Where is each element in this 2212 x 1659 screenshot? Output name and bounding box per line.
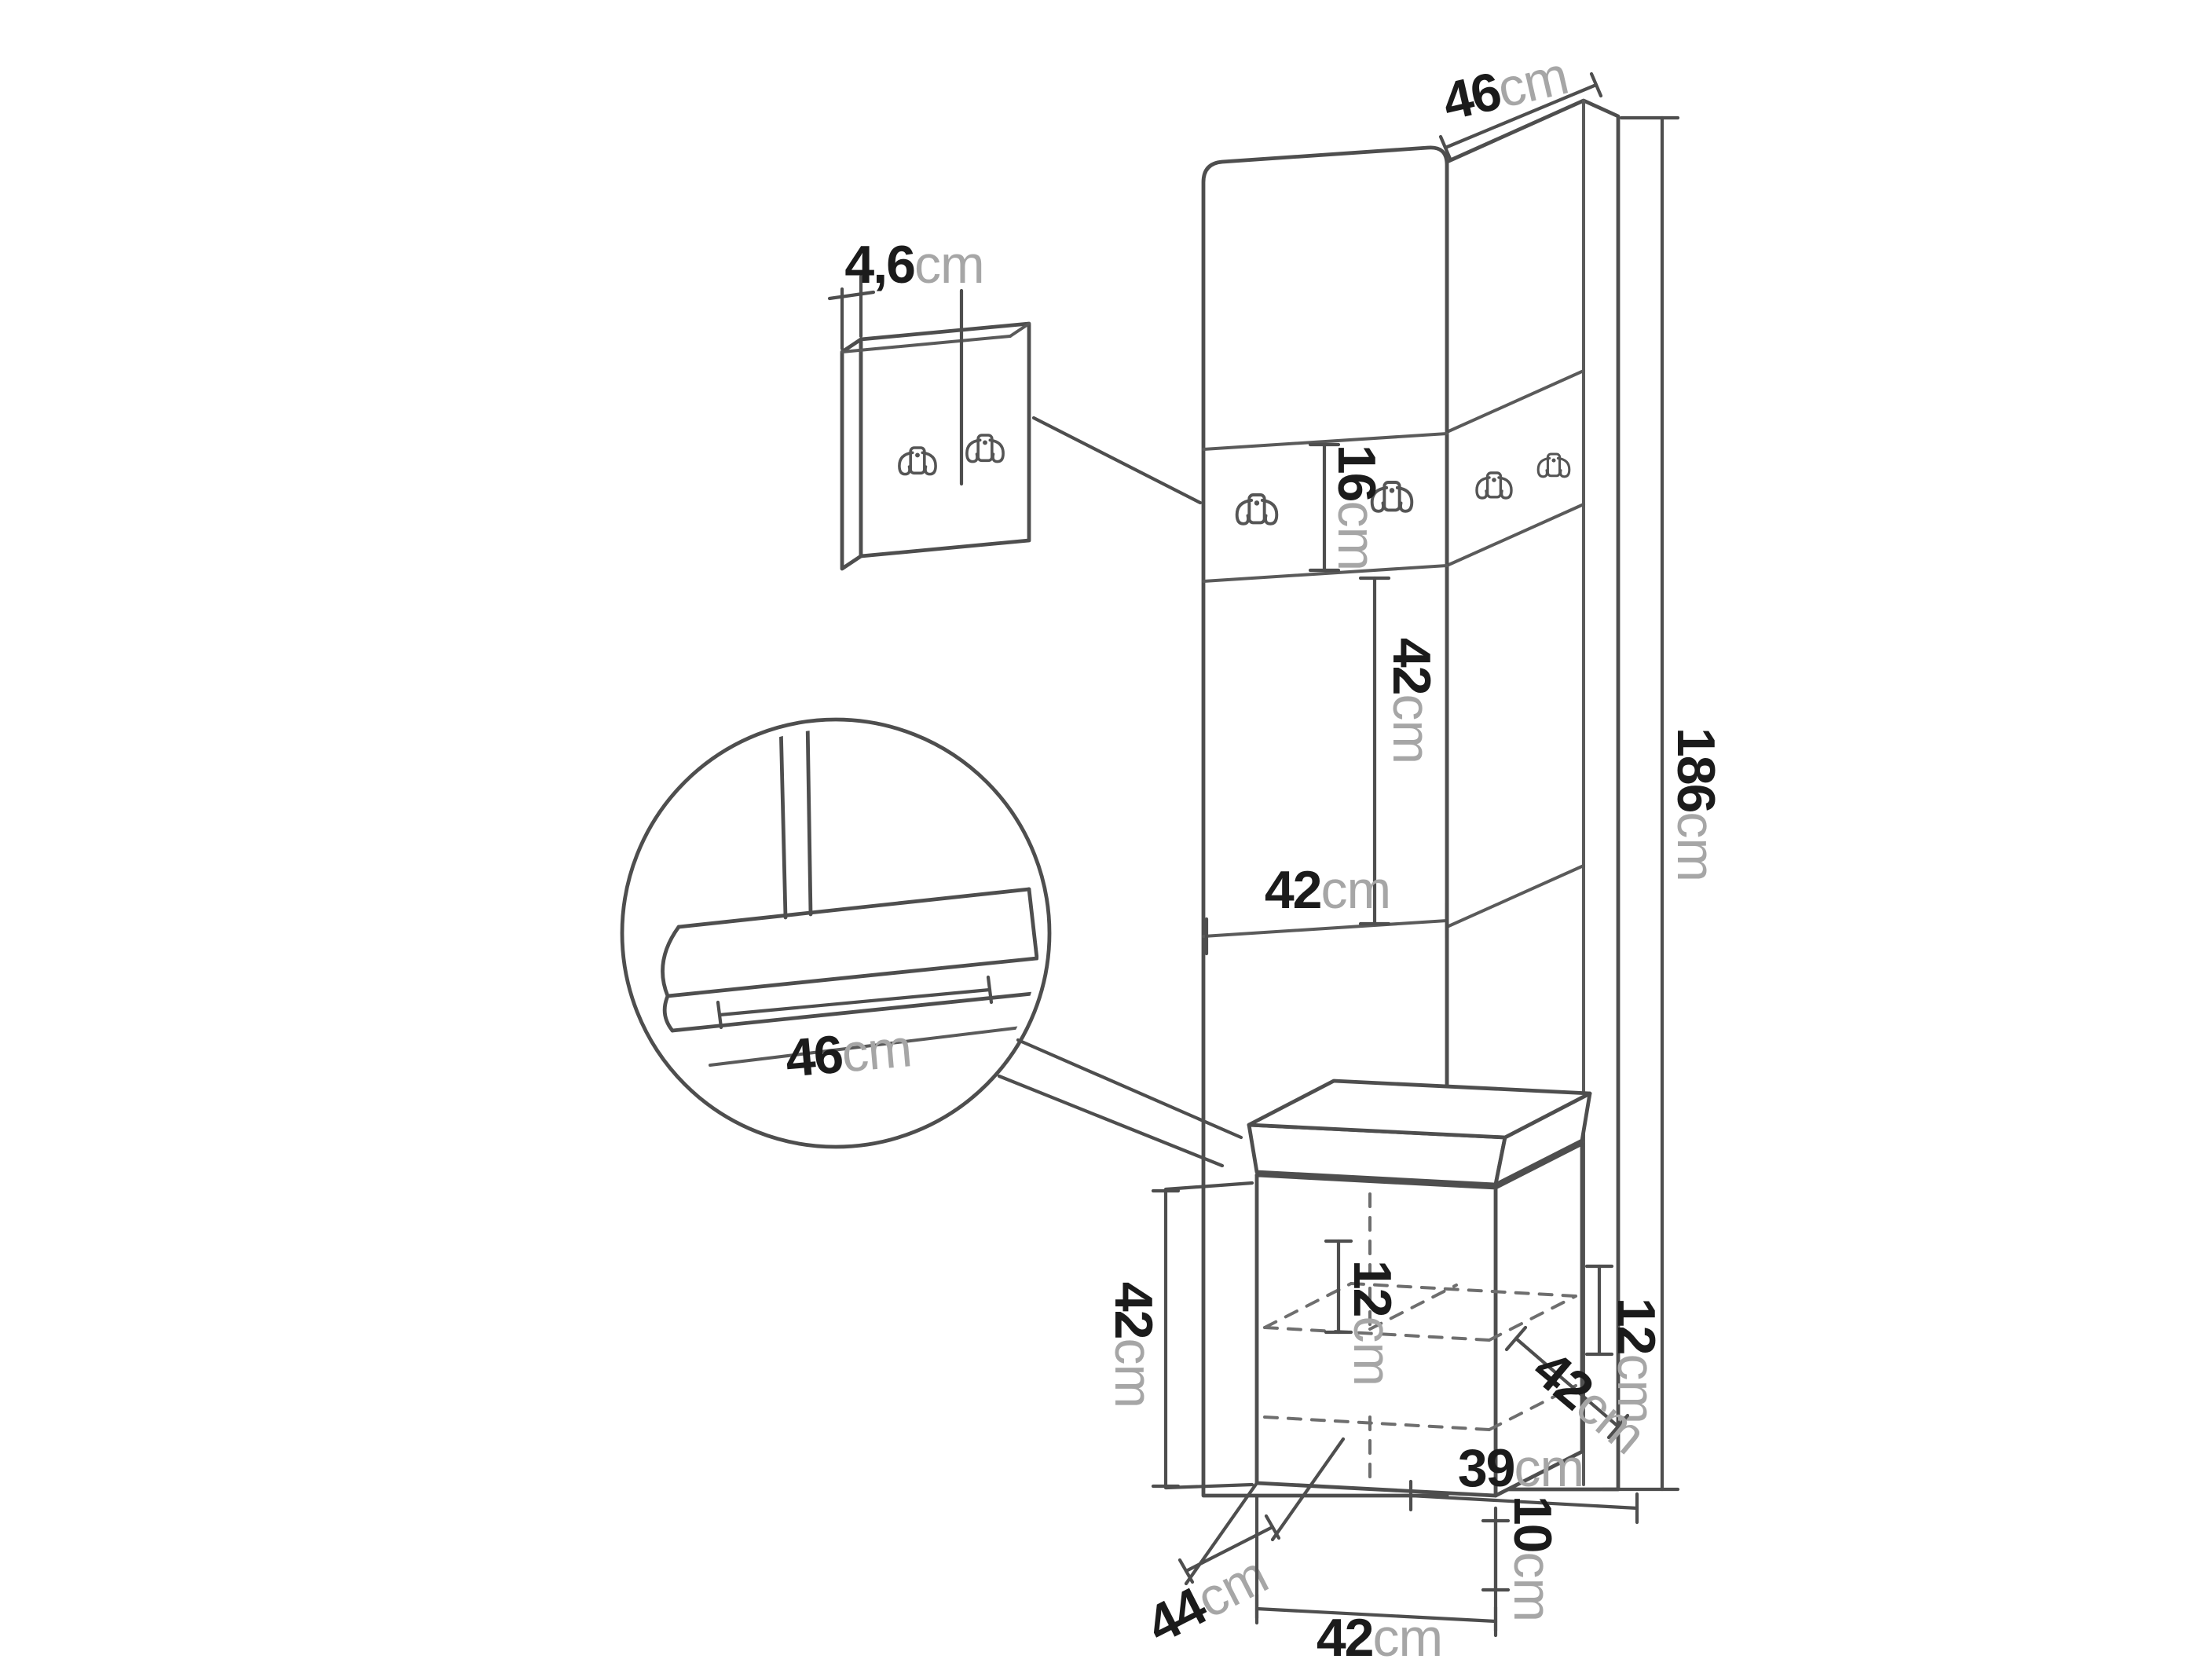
bench-cabinet <box>1247 1079 1592 1498</box>
dim-lines-panel-section-width <box>1204 901 1449 956</box>
dim-lines-shelf-right <box>1584 1264 1614 1357</box>
dim-lines-hook-strip-height <box>1308 442 1341 573</box>
dim-bench-bottom-shelf: 10cm <box>1503 1496 1562 1621</box>
dim-lines-panel-top-width <box>1438 71 1603 161</box>
hook-panel-front-face <box>859 321 1031 558</box>
dim-bench-shelf-right: 12cm <box>1606 1298 1666 1423</box>
dim-panel-section-height: 42cm <box>1382 638 1441 764</box>
front-face-seam-hooks <box>1202 564 1448 583</box>
side-face-seam-2 <box>1445 503 1585 567</box>
dim-lines-panel-total-height <box>1600 115 1680 1492</box>
dim-hook-panel-thickness: 4,6cm <box>844 235 983 295</box>
dim-bench-shelf-left: 12cm <box>1342 1260 1402 1386</box>
panel-dimensions: 46cm 186cm 16cm 42cm 42cm <box>1204 46 1726 1492</box>
dim-lines-inner-depth <box>1504 1325 1630 1440</box>
wall-hook-panel: 4,6cm <box>827 235 1203 571</box>
hook-panel-top-corner <box>1009 322 1031 338</box>
bench-hidden-lines <box>1263 1192 1577 1485</box>
detail-leader-line <box>1016 1038 1243 1140</box>
dim-bench-height: 42cm <box>1104 1282 1163 1408</box>
front-face-seam-top <box>1202 432 1448 451</box>
dim-bench-width: 42cm <box>1317 1608 1442 1659</box>
bench-front-face <box>1254 1173 1498 1498</box>
dim-lines-inner-width <box>1408 1479 1639 1525</box>
seat-cushion-top <box>1247 1079 1592 1140</box>
detail-circle <box>620 717 1052 1149</box>
dim-panel-section-width: 42cm <box>1265 860 1390 920</box>
dim-lines-hook-panel-thickness <box>827 274 964 486</box>
dim-seat-detail-depth: 46cm <box>783 1018 914 1089</box>
detail-leader-line <box>997 1074 1225 1168</box>
detail-circle-content <box>661 729 1040 1067</box>
hook-panel-top-edge <box>840 335 1012 353</box>
dim-lines-bench-height <box>1151 1181 1254 1490</box>
hook-panel-leader-line <box>1031 416 1203 505</box>
hook-panel-side-face <box>840 337 863 571</box>
dim-bench-inner-width: 39cm <box>1458 1438 1584 1498</box>
side-face-seam-3 <box>1445 864 1585 928</box>
seat-detail-callout: 46cm <box>620 717 1243 1168</box>
front-face-seam-mid <box>1202 919 1448 938</box>
dim-lines-panel-section-height <box>1358 576 1391 926</box>
dim-lines-bench-width <box>1254 1493 1498 1638</box>
dim-lines-shelf-left <box>1324 1239 1353 1335</box>
dim-panel-total-height: 186cm <box>1666 727 1726 881</box>
dim-hook-strip-height: 16cm <box>1327 445 1386 570</box>
side-face-seam-1 <box>1445 369 1585 434</box>
